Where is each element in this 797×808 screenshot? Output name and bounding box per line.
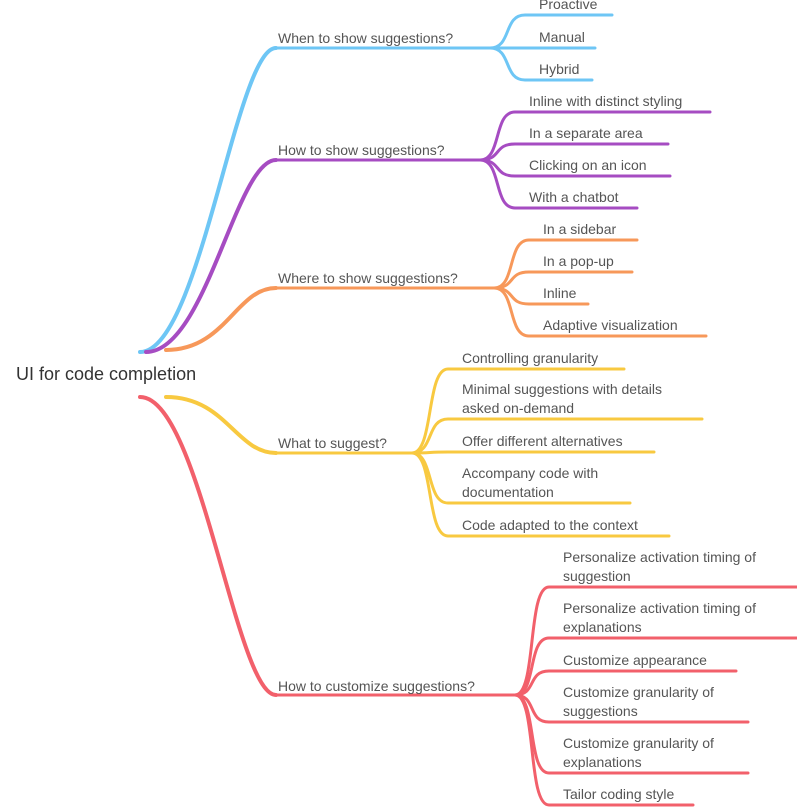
leaf-label: Proactive [539,0,598,12]
leaf-label: Inline with distinct styling [529,93,682,109]
leaf-label: suggestions [563,703,638,719]
leaf-label: explanations [563,619,642,635]
leaf-label: In a separate area [529,125,643,141]
leaf-label: In a sidebar [543,221,616,237]
leaf-label: Offer different alternatives [462,433,623,449]
leaf-label: Customize appearance [563,652,707,668]
leaf-label: Customize granularity of [563,684,714,700]
leaf-label: Adaptive visualization [543,317,678,333]
leaf-label: Personalize activation timing of [563,600,756,616]
root-node-label: UI for code completion [16,364,196,384]
leaf-label: documentation [462,484,554,500]
leaf-connector [410,367,626,455]
leaf-connector [478,158,639,210]
root-to-branch-connector [164,286,278,352]
mind-map-edges [138,13,797,807]
branch-label: What to suggest? [278,435,387,451]
mind-map-labels: UI for code completion When to show sugg… [16,0,756,802]
branch-label: How to customize suggestions? [278,678,475,694]
leaf-label: Controlling granularity [462,350,598,366]
root-to-branch-connector [138,46,278,354]
root-to-branch-connector [144,158,278,354]
leaf-label: asked on-demand [462,400,574,416]
leaf-label: Code adapted to the context [462,517,638,533]
leaf-label: Hybrid [539,61,579,77]
leaf-label: Inline [543,285,577,301]
leaf-label: Clicking on an icon [529,157,647,173]
leaf-label: Minimal suggestions with details [462,381,662,397]
leaf-connector [513,585,797,697]
leaf-label: Personalize activation timing of [563,549,756,565]
leaf-connector [513,636,797,697]
leaf-label: suggestion [563,568,631,584]
leaf-label: explanations [563,754,642,770]
leaf-label: Accompany code with [462,465,598,481]
branch-label: How to show suggestions? [278,142,445,158]
leaf-connector [410,451,671,538]
leaf-connector [492,286,708,338]
root-to-branch-connector [164,395,278,455]
branch-label: Where to show suggestions? [278,270,458,286]
leaf-connector [488,46,594,82]
leaf-label: In a pop-up [543,253,614,269]
leaf-connector [513,693,695,807]
leaf-connector [513,669,738,697]
leaf-label: With a chatbot [529,189,619,205]
root-to-branch-connector [138,395,278,697]
leaf-connector [410,450,656,455]
branch-label: When to show suggestions? [278,30,453,46]
leaf-label: Customize granularity of [563,735,714,751]
leaf-label: Manual [539,29,585,45]
leaf-label: Tailor coding style [563,786,674,802]
